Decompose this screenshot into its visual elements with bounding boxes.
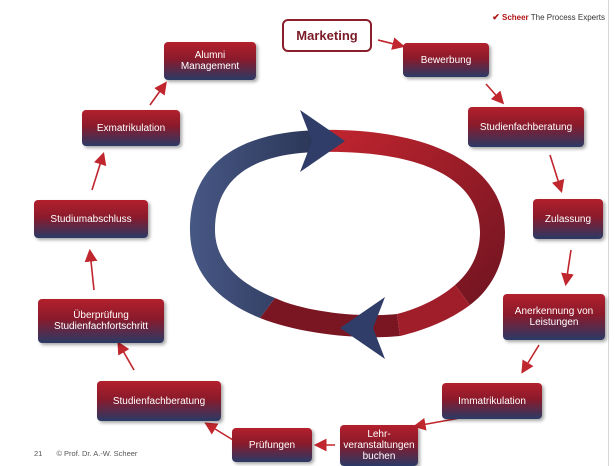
slide-footer: 21 © Prof. Dr. A.-W. Scheer	[34, 449, 137, 458]
connector-arrow	[485, 83, 505, 105]
page-number: 21	[34, 449, 43, 458]
brand-logo: ✔ Scheer The Process Experts	[492, 12, 605, 23]
cycle-band-right-lower	[397, 285, 470, 336]
cycle-band-top	[320, 129, 505, 305]
step-box-immatrikulation: Immatrikulation	[442, 383, 542, 419]
connector-arrow	[412, 417, 461, 431]
step-box-alumni: Alumni Management	[164, 42, 256, 80]
step-box-lehrveranstaltungen: Lehr-veranstaltungen buchen	[340, 425, 418, 466]
step-box-anerkennung: Anerkennung von Leistungen	[503, 294, 605, 340]
brand-tagline: The Process Experts	[530, 13, 605, 22]
cycle-band-left	[190, 130, 320, 318]
step-box-studienfachberatung-2: Studienfachberatung	[97, 381, 221, 421]
connector-arrow	[91, 151, 107, 191]
step-box-bewerbung: Bewerbung	[403, 43, 489, 77]
step-box-studienfachberatung-1: Studienfachberatung	[468, 107, 584, 147]
connector-arrow	[117, 341, 135, 371]
cycle-arrowhead-top	[300, 110, 345, 172]
connector-arrow	[204, 422, 234, 441]
step-box-exmatrikulation: Exmatrikulation	[82, 110, 180, 146]
cycle-arrowhead-bottom	[340, 297, 385, 359]
connector-arrow	[549, 154, 565, 194]
step-box-pruefungen: Prüfungen	[232, 428, 312, 462]
center-marketing: Marketing	[282, 19, 372, 52]
connector-arrow	[84, 248, 98, 291]
slide-border	[608, 0, 609, 466]
copyright: © Prof. Dr. A.-W. Scheer	[56, 449, 138, 458]
step-box-zulassung: Zulassung	[533, 199, 603, 239]
scheer-logo-icon: ✔	[492, 12, 500, 22]
connector-arrow	[521, 344, 540, 374]
connector-arrow	[561, 249, 574, 287]
step-box-studiumabschluss: Studiumabschluss	[34, 200, 148, 238]
step-box-ueberpruefung: Überprüfung Studienfachfortschritt	[38, 299, 164, 343]
connector-arrow	[377, 37, 406, 50]
brand-name: Scheer	[501, 13, 529, 22]
connector-arrow	[149, 81, 167, 106]
